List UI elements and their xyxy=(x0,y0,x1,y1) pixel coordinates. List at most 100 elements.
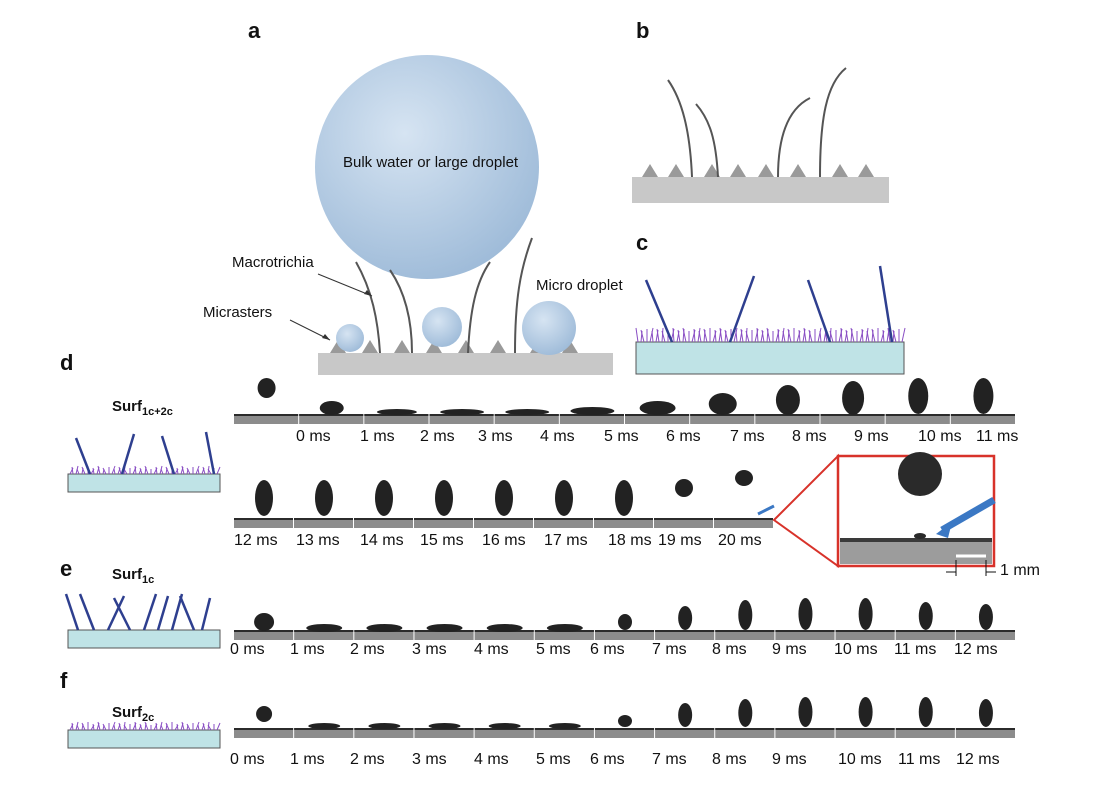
frame-substrate xyxy=(755,414,820,424)
time-label: 6 ms xyxy=(666,428,701,445)
droplet-frame xyxy=(366,624,403,632)
droplet-frame xyxy=(738,600,753,630)
droplet-frame xyxy=(368,723,401,729)
time-label: 6 ms xyxy=(590,641,625,658)
droplet-frame xyxy=(858,697,873,727)
time-label: 4 ms xyxy=(474,751,509,768)
time-label: 8 ms xyxy=(712,751,747,768)
micro-droplet-label: Micro droplet xyxy=(536,277,623,294)
frame-substrate xyxy=(655,630,715,640)
time-label: 11 ms xyxy=(898,751,941,768)
frame-substrate xyxy=(690,414,755,424)
droplet-frame xyxy=(973,378,994,414)
macrotrichia-label: Macrotrichia xyxy=(232,254,314,271)
time-label: 9 ms xyxy=(772,641,807,658)
frame-substrate xyxy=(429,414,494,424)
frame-substrate xyxy=(835,630,895,640)
droplet-frame xyxy=(555,480,573,516)
time-label: 11 ms xyxy=(894,641,937,658)
frame-substrate xyxy=(354,630,414,640)
frame-substrate xyxy=(234,630,294,640)
frame-substrate xyxy=(354,518,413,528)
frame-substrate xyxy=(895,728,955,738)
panel-letter-b: b xyxy=(636,18,650,43)
droplet-frame xyxy=(488,723,521,729)
frame-substrate xyxy=(594,518,653,528)
frame-substrate xyxy=(654,518,713,528)
time-label: 19 ms xyxy=(658,532,702,549)
time-label: 4 ms xyxy=(540,428,575,445)
surf-label-d: Surf1c+2c xyxy=(112,398,173,418)
droplet-frame xyxy=(495,480,513,516)
frame-substrate xyxy=(234,728,294,738)
frame-substrate xyxy=(414,518,473,528)
droplet-frame xyxy=(319,401,344,415)
time-label: 12 ms xyxy=(234,532,278,549)
time-label: 7 ms xyxy=(652,641,687,658)
droplet-frame xyxy=(505,409,550,415)
time-label: 5 ms xyxy=(604,428,639,445)
frame-substrate xyxy=(494,414,559,424)
droplet-frame xyxy=(486,624,523,632)
time-label: 9 ms xyxy=(854,428,889,445)
surf-label-e: Surf1c xyxy=(112,566,155,586)
droplet-frame xyxy=(546,624,583,632)
droplet-frame xyxy=(918,697,933,727)
droplet-frame xyxy=(255,480,273,516)
droplet-frame xyxy=(639,401,676,415)
time-label: 12 ms xyxy=(956,751,1000,768)
droplet-frame xyxy=(678,703,693,727)
frame-substrate xyxy=(895,630,955,640)
frame-substrate xyxy=(775,630,835,640)
frame-substrate xyxy=(299,414,364,424)
time-label: 10 ms xyxy=(918,428,962,445)
micro-droplet-2 xyxy=(422,307,462,347)
panel-f-schematic xyxy=(67,721,221,749)
time-label: 5 ms xyxy=(536,641,571,658)
frame-substrate xyxy=(820,414,885,424)
time-label: 3 ms xyxy=(412,641,447,658)
panel-a-diagram xyxy=(289,55,613,375)
time-label: 8 ms xyxy=(792,428,827,445)
time-label: 10 ms xyxy=(838,751,882,768)
bulk-droplet xyxy=(315,55,539,279)
droplet-frame xyxy=(375,480,393,516)
droplet-frame xyxy=(908,378,929,414)
panel-b-diagram xyxy=(632,67,889,203)
frame-strip-f xyxy=(234,697,1015,738)
time-label: 3 ms xyxy=(478,428,513,445)
frame-substrate xyxy=(950,414,1015,424)
panel-letter-a: a xyxy=(248,18,261,43)
panel-a-macrotrichia xyxy=(355,237,533,354)
droplet-frame xyxy=(738,699,753,727)
time-label: 20 ms xyxy=(718,532,762,549)
frame-substrate xyxy=(955,728,1015,738)
droplet-frame xyxy=(308,723,341,729)
frame-substrate xyxy=(414,630,474,640)
surf-label-f: Surf2c xyxy=(112,704,155,724)
frame-substrate xyxy=(234,414,299,424)
time-label: 14 ms xyxy=(360,532,404,549)
time-label: 12 ms xyxy=(954,641,998,658)
frame-substrate xyxy=(714,518,773,528)
frame-substrate xyxy=(234,518,293,528)
frame-substrate xyxy=(294,630,354,640)
panel-letter-e: e xyxy=(60,556,73,581)
frame-substrate xyxy=(534,728,594,738)
time-label: 3 ms xyxy=(412,751,447,768)
droplet-frame xyxy=(618,614,632,630)
droplet-frame xyxy=(798,697,813,727)
frame-substrate xyxy=(594,630,655,640)
frame-strip-d-row2 xyxy=(234,470,773,528)
frame-strip-d-row1 xyxy=(234,378,1015,424)
frame-substrate xyxy=(655,728,715,738)
frame-substrate xyxy=(625,414,690,424)
time-label: 11 ms xyxy=(976,428,1019,445)
frame-substrate xyxy=(294,728,354,738)
frame-substrate xyxy=(534,518,593,528)
time-label: 6 ms xyxy=(590,751,625,768)
droplet-frame xyxy=(798,598,813,630)
time-label: 10 ms xyxy=(834,641,878,658)
time-label: 2 ms xyxy=(350,751,385,768)
panel-e-schematic xyxy=(64,593,221,649)
